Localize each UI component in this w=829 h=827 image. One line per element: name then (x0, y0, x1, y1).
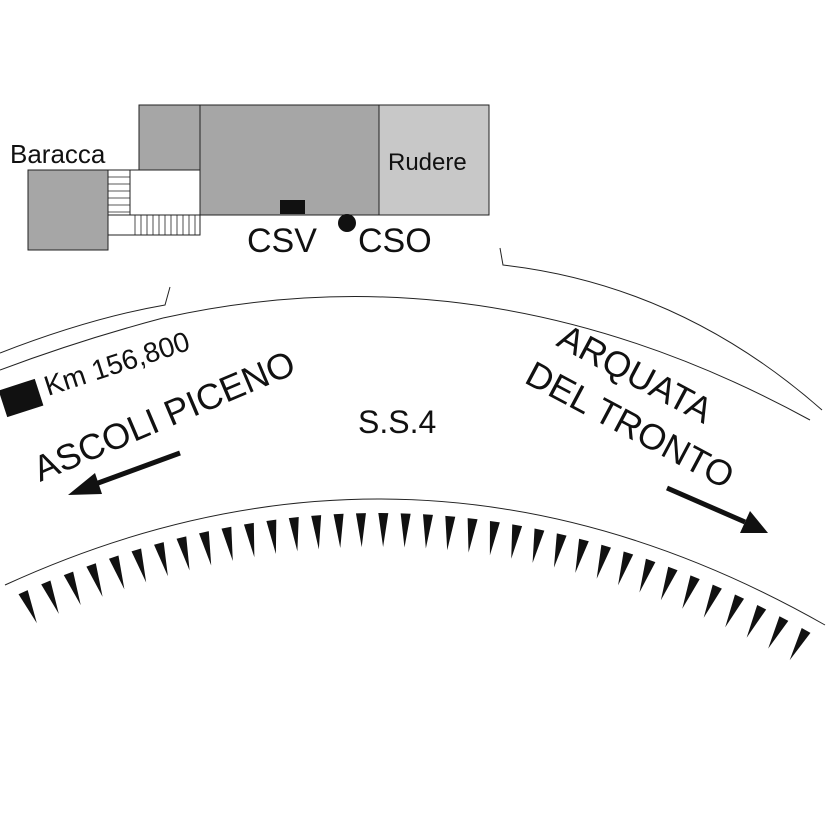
main-building (199, 104, 380, 216)
hachure-mark (725, 594, 745, 628)
road-edge-bottom (4, 498, 826, 626)
stair-steps-horizontal (134, 215, 196, 235)
hachure-mark (355, 513, 366, 548)
hachure-mark (532, 528, 545, 563)
hachure-mark (553, 533, 567, 568)
rudere-label: Rudere (388, 149, 467, 176)
arrow-left-icon (68, 450, 181, 495)
small-building (138, 104, 201, 171)
hachure-mark (467, 518, 478, 553)
hachure-mark (199, 531, 212, 566)
hachure-mark (176, 536, 190, 571)
hachure-mark (575, 538, 589, 573)
hachure-mark (682, 575, 700, 609)
hachure-mark (489, 520, 500, 556)
hachure-mark (311, 515, 322, 550)
hachure-mark (108, 555, 125, 590)
hachure-mark (596, 544, 611, 579)
hachure-mark (746, 605, 767, 638)
road-edge-left-outer (0, 286, 171, 354)
arrow-right-icon (666, 485, 768, 533)
building-complex (27, 104, 490, 251)
road-name-label: S.S.4 (358, 404, 436, 440)
hachure-mark (131, 548, 147, 583)
hachure-mark (333, 513, 344, 549)
hachure-mark (422, 514, 433, 549)
courtyard (129, 169, 201, 216)
hachure-mark (221, 526, 233, 562)
km-marker-icon (0, 378, 44, 418)
stair-steps-vertical (108, 176, 130, 213)
cso-marker-icon (338, 214, 356, 232)
stair-block-bottom (107, 214, 201, 236)
hachure-mark (86, 563, 103, 597)
road-edge-left-inner (0, 317, 164, 371)
road-edge-top (162, 296, 811, 421)
hachure-mark (639, 558, 656, 593)
baracca-building (27, 169, 109, 251)
csv-label: CSV (247, 222, 317, 260)
cso-label: CSO (358, 222, 432, 260)
baracca-label: Baracca (10, 139, 106, 169)
csv-marker-icon (280, 200, 305, 214)
hachure-mark (266, 519, 277, 554)
hachure-mark (789, 628, 811, 661)
hachure-mark (618, 551, 634, 586)
hachure-mark (63, 571, 81, 606)
hachure-mark (41, 580, 59, 614)
hachure-mark (703, 584, 722, 618)
embankment-hachures (18, 513, 811, 661)
road-edges (0, 247, 826, 626)
hachure-mark (378, 513, 389, 548)
hachure-mark (660, 566, 678, 601)
hachure-mark (243, 522, 255, 558)
hachure-mark (768, 616, 789, 649)
hachure-mark (154, 542, 168, 577)
hachure-mark (400, 513, 411, 548)
hachure-mark (511, 524, 523, 559)
rudere-building (378, 104, 490, 216)
hachure-mark (288, 517, 299, 552)
road-edge-right-outer (499, 247, 823, 411)
hachure-mark (445, 515, 456, 551)
hachure-mark (18, 590, 37, 624)
